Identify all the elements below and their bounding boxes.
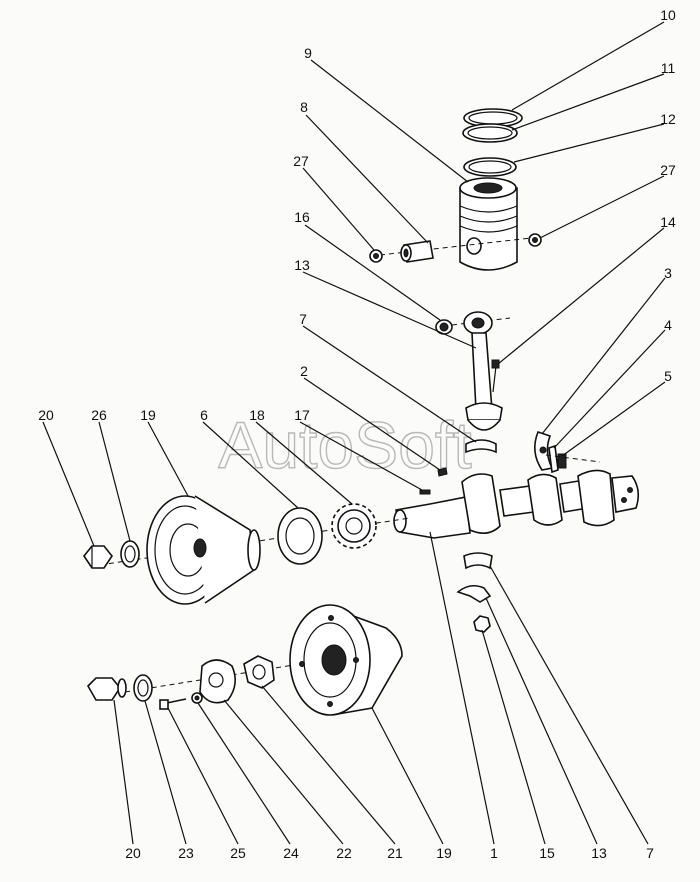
rod-bolt-14 xyxy=(491,359,500,393)
callout-7-top: 7 xyxy=(299,311,307,327)
watermark: AutoSoft xyxy=(218,408,471,482)
oil-seal-2 xyxy=(437,467,448,477)
nut-15 xyxy=(473,615,491,633)
crankshaft-1 xyxy=(393,469,640,539)
piston-ring-11 xyxy=(462,123,518,143)
callout-26: 26 xyxy=(91,407,107,423)
callout-22: 22 xyxy=(336,845,352,861)
thrust-axis xyxy=(545,454,601,463)
screw-25 xyxy=(159,698,187,710)
sprocket-18 xyxy=(331,503,377,549)
washer-23 xyxy=(133,674,153,702)
key-5 xyxy=(557,453,567,469)
connecting-rod-13 xyxy=(463,311,503,431)
callout-16: 16 xyxy=(294,209,310,225)
hub-6 xyxy=(277,507,323,565)
callout-9: 9 xyxy=(304,45,312,61)
callout-6: 6 xyxy=(200,407,208,423)
leader-lines xyxy=(42,21,666,845)
callout-3: 3 xyxy=(664,265,672,281)
callout-23: 23 xyxy=(178,845,194,861)
callout-20-bottom: 20 xyxy=(125,845,141,861)
callout-27-left: 27 xyxy=(293,153,309,169)
callout-20-top: 20 xyxy=(38,407,54,423)
nut-21 xyxy=(243,655,275,689)
washer-24 xyxy=(191,692,203,704)
bearing-shell-7-lower xyxy=(463,552,493,570)
callout-13-bottom: 13 xyxy=(591,845,607,861)
callout-24: 24 xyxy=(283,845,299,861)
piston-pin-8 xyxy=(400,240,434,263)
callout-19-bottom: 19 xyxy=(436,845,452,861)
callout-27-right: 27 xyxy=(660,162,676,178)
callout-labels: 10 11 12 9 8 27 27 16 14 13 3 7 4 2 5 20… xyxy=(38,7,676,861)
washer-26 xyxy=(120,540,140,568)
callout-8: 8 xyxy=(300,99,308,115)
callout-10: 10 xyxy=(660,7,676,23)
thrust-washer-4 xyxy=(548,444,559,474)
circlip-27-left xyxy=(369,249,383,263)
bushing-16 xyxy=(435,319,453,335)
circlip-27-right xyxy=(528,233,542,247)
bolt-20-bottom xyxy=(87,677,127,701)
callout-14: 14 xyxy=(660,214,676,230)
callout-12: 12 xyxy=(660,111,676,127)
piston-ring-12 xyxy=(463,157,517,177)
pulley-19-bottom xyxy=(289,604,403,716)
callout-18: 18 xyxy=(249,407,265,423)
pulley-19-top xyxy=(146,495,261,605)
bolt-20-top xyxy=(83,545,113,569)
callout-17: 17 xyxy=(294,407,310,423)
callout-25: 25 xyxy=(230,845,246,861)
callout-2: 2 xyxy=(300,363,308,379)
callout-1: 1 xyxy=(490,845,498,861)
callout-15: 15 xyxy=(539,845,555,861)
callout-13-top: 13 xyxy=(294,257,310,273)
piston-9 xyxy=(459,177,518,271)
cap-13-lower xyxy=(456,584,492,603)
lock-plate-22 xyxy=(199,659,236,704)
callout-19-top: 19 xyxy=(140,407,156,423)
bearing-shell-7-upper xyxy=(465,439,497,454)
piston-ring-10 xyxy=(463,108,523,128)
callout-21: 21 xyxy=(387,845,403,861)
callout-5: 5 xyxy=(664,368,672,384)
callout-4: 4 xyxy=(664,317,672,333)
callout-11: 11 xyxy=(661,60,676,76)
callout-7-bottom: 7 xyxy=(646,845,654,861)
key-17 xyxy=(419,489,431,495)
